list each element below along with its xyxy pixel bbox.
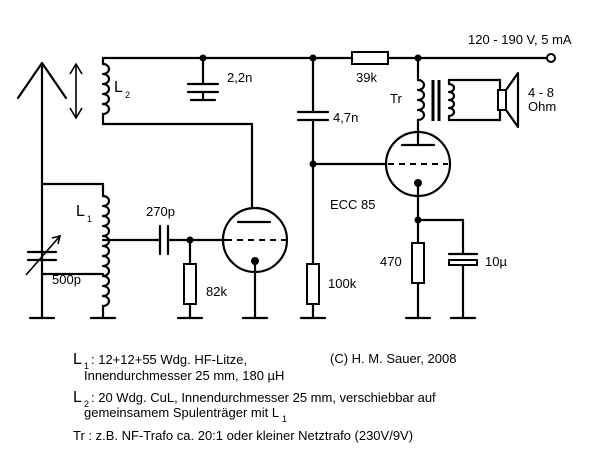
label-470: 470 (380, 254, 402, 269)
tube-input (221, 122, 289, 320)
label-4n7: 4,7n (333, 110, 358, 125)
note-l1-symbol: L (73, 351, 82, 368)
note-l2-symbol: L (73, 389, 82, 406)
copyright: (C) H. M. Sauer, 2008 (330, 351, 456, 366)
resistor-100k (299, 263, 327, 320)
label-500p: 500p (52, 272, 81, 287)
note-l1-line2: Innendurchmesser 25 mm, 180 µH (84, 368, 284, 383)
coil-l1 (40, 182, 117, 320)
note-l2-sub: 2 (84, 399, 89, 409)
resistor-39k (351, 51, 389, 65)
label-39k: 39k (356, 70, 377, 85)
label-speaker-ohm-2: Ohm (528, 99, 556, 114)
note-l2-line1: : 20 Wdg. CuL, Innendurchmesser 25 mm, v… (91, 390, 436, 405)
label-2n2: 2,2n (227, 70, 252, 85)
label-l2-sub: 2 (125, 90, 130, 100)
coupling-arrow (69, 62, 83, 120)
variable-capacitor-500p (25, 234, 62, 276)
supply-rail (101, 53, 556, 63)
label-100k: 100k (328, 276, 357, 291)
supply-label: 120 - 190 V, 5 mA (468, 32, 572, 47)
note-l2-line2: gemeinsamem Spulenträger mit L (84, 405, 279, 420)
label-tube: ECC 85 (330, 197, 376, 212)
label-speaker-ohm-1: 4 - 8 (528, 85, 554, 100)
tube-output (384, 130, 452, 222)
note-tr: Tr : z.B. NF-Trafo ca. 20:1 oder kleiner… (73, 428, 413, 443)
capacitor-270p (101, 224, 228, 256)
resistor-82k (176, 238, 204, 320)
legend-l1: L 1 : 12+12+55 Wdg. HF-Litze, Innendurch… (73, 351, 284, 383)
note-l1-line1: : 12+12+55 Wdg. HF-Litze, (91, 352, 247, 367)
legend-l2: L 2 : 20 Wdg. CuL, Innendurchmesser 25 m… (73, 389, 436, 424)
antenna (16, 61, 68, 320)
label-82k: 82k (206, 284, 227, 299)
transformer-tr (414, 54, 502, 136)
speaker (497, 71, 520, 129)
coil-l2 (101, 56, 254, 126)
note-l1-sub: 1 (84, 361, 89, 371)
cathode-network (404, 216, 479, 320)
label-10u: 10µ (485, 254, 507, 269)
label-l1-sub: 1 (87, 214, 92, 224)
note-l2-line2-sub: 1 (282, 414, 287, 424)
capacitor-2n2 (186, 54, 220, 102)
label-l2: L (114, 79, 123, 96)
label-tr: Tr (390, 91, 402, 106)
label-l1: L (76, 203, 85, 220)
label-270p: 270p (146, 204, 175, 219)
